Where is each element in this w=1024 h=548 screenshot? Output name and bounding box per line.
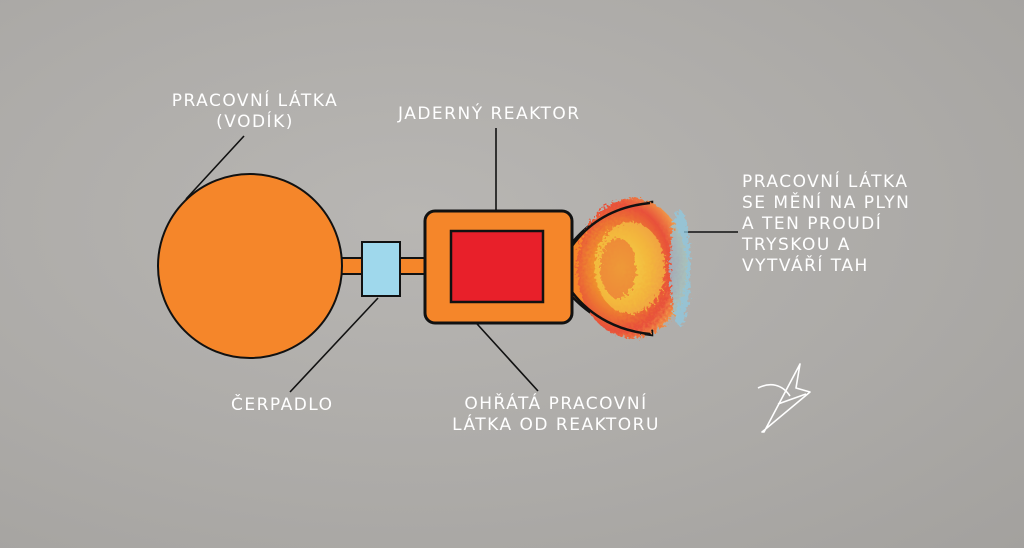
flame-blue-edge [670,210,690,326]
pump-leader-line [289,297,379,393]
pump-label: Čerpadlo [231,395,334,415]
exhaust-label-line-4: tryskou a [742,235,851,255]
tank-label-line-1: Pracovní látka [171,91,339,111]
exhaust-label-line-2: se mění na plyn [742,193,911,213]
exhaust-label-line-1: Pracovní látka [742,172,909,192]
reactor-core [449,229,545,304]
nozzle-outline [570,201,651,336]
tank-leader-line [185,135,245,200]
signature-logo [757,363,811,433]
flame-core [600,238,636,298]
heated-label-line-1: Ohřátá pracovní [464,394,648,414]
exhaust-label-line-3: a ten proudí [742,214,883,234]
tank-sphere [157,173,343,359]
reactor-label: Jaderný reaktor [398,104,581,124]
propellant-tank [157,173,431,359]
pump-box [361,241,401,297]
heated-label-line-2: látka od reaktoru [452,415,660,435]
exhaust-label: Pracovní látka se mění na plyn a ten pro… [742,172,910,277]
exhaust-flame [577,198,690,338]
tank-label-line-2: (vodík) [216,112,294,132]
heated-label: Ohřátá pracovní látka od reaktoru [443,394,669,436]
exhaust-label-line-5: vytváří tah [742,256,869,276]
tank-label: Pracovní látka (vodík) [146,91,364,133]
